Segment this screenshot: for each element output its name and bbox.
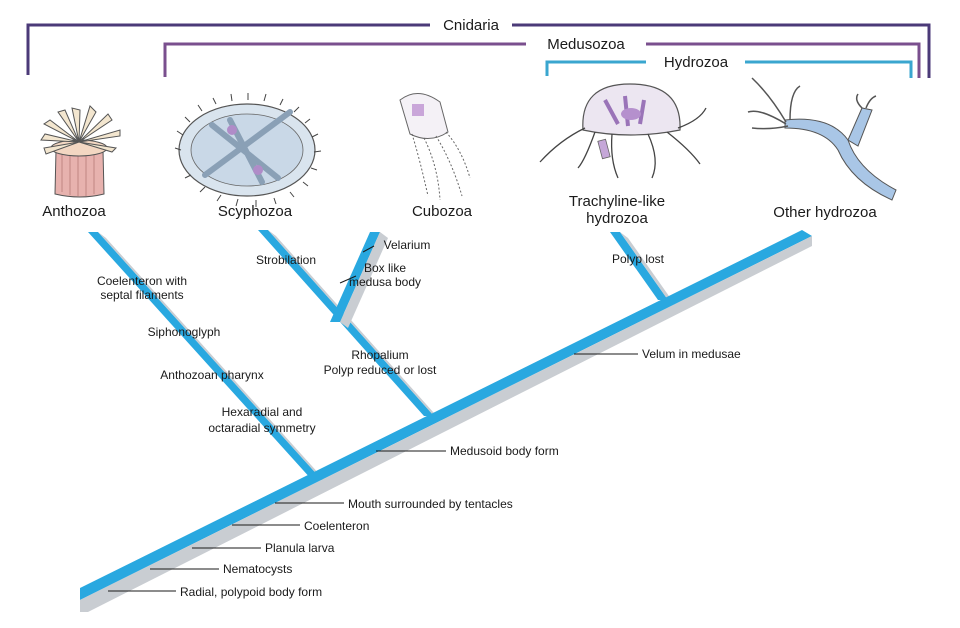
hydrozoa-label: Hydrozoa xyxy=(664,54,729,71)
hydroid-polyp-illustration xyxy=(747,77,897,201)
char-hexaradial-1: Hexaradial and xyxy=(222,405,303,419)
char-anthozoan-pharynx: Anthozoan pharynx xyxy=(160,368,263,382)
char-velum: Velum in medusae xyxy=(642,347,741,361)
branch-anthozoa xyxy=(88,232,330,486)
taxon-other-hydrozoa: Other hydrozoa xyxy=(773,204,877,221)
branch-main-trunk xyxy=(80,230,812,612)
char-planula: Planula larva xyxy=(265,541,335,555)
char-box-like-1: Box like xyxy=(364,261,406,275)
char-hexaradial-2: octaradial symmetry xyxy=(208,421,315,435)
char-radial-polypoid: Radial, polypoid body form xyxy=(180,585,322,599)
char-nematocysts: Nematocysts xyxy=(223,562,292,576)
taxon-cubozoa: Cubozoa xyxy=(412,203,473,220)
char-coelenteron: Coelenteron xyxy=(304,519,369,533)
branch-trachyline xyxy=(610,232,676,306)
cnidaria-bracket: Cnidaria xyxy=(26,17,931,78)
char-polyp-lost: Polyp lost xyxy=(612,252,665,266)
medusozoa-bracket: Medusozoa xyxy=(163,36,921,78)
char-mouth-tentacles: Mouth surrounded by tentacles xyxy=(348,497,513,511)
taxon-scyphozoa: Scyphozoa xyxy=(218,203,293,220)
char-rhopalium: Rhopalium xyxy=(351,348,408,362)
taxon-trachyline-line2: hydrozoa xyxy=(586,210,648,227)
char-strobilation: Strobilation xyxy=(256,253,316,267)
scyphozoan-jellyfish-illustration xyxy=(174,93,322,207)
character-labels: Coelenteron with septal filaments Siphon… xyxy=(97,238,741,599)
trachyline-medusa-illustration xyxy=(539,83,707,179)
cnidaria-label: Cnidaria xyxy=(443,17,500,34)
branch-cubozoa xyxy=(330,232,388,328)
sea-anemone-illustration xyxy=(40,105,121,198)
char-coelenteron-septal-1: Coelenteron with xyxy=(97,274,187,288)
char-polyp-reduced: Polyp reduced or lost xyxy=(324,363,437,377)
taxon-anthozoa: Anthozoa xyxy=(42,203,106,220)
char-coelenteron-septal-2: septal filaments xyxy=(100,288,183,302)
cladogram-branches xyxy=(80,230,812,612)
character-ticks xyxy=(108,245,638,592)
box-jellyfish-illustration xyxy=(399,93,471,201)
char-box-like-2: medusa body xyxy=(349,275,421,289)
char-siphonoglyph: Siphonoglyph xyxy=(148,325,221,339)
hydrozoa-bracket: Hydrozoa xyxy=(545,54,913,78)
char-velarium: Velarium xyxy=(384,238,431,252)
medusozoa-label: Medusozoa xyxy=(547,36,625,53)
taxon-trachyline-line1: Trachyline-like xyxy=(569,193,665,210)
char-medusoid: Medusoid body form xyxy=(450,444,559,458)
